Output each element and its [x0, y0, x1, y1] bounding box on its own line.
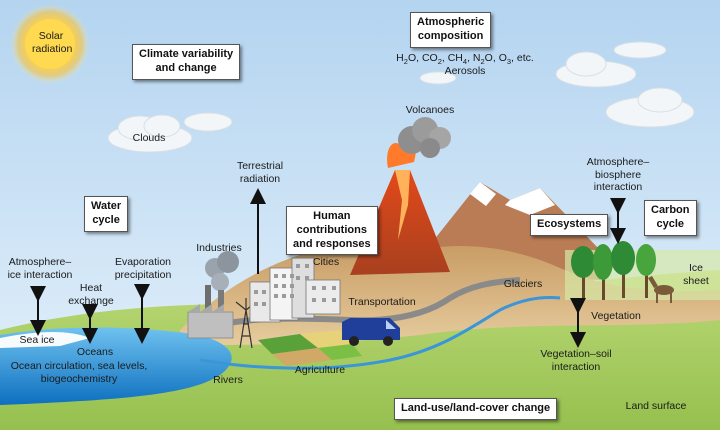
vegetation-label: Vegetation: [591, 310, 641, 322]
agriculture-label: Agriculture: [294, 364, 346, 376]
cities-label: Cities: [312, 256, 340, 268]
land-surface-label: Land surface: [625, 400, 687, 412]
agriculture-fields: [258, 330, 362, 366]
volcanoes-label: Volcanoes: [405, 104, 455, 116]
land-use-box: Land-use/land-cover change: [394, 398, 558, 420]
gas-formula: CO2: [421, 52, 442, 67]
gas-formula: H2O: [396, 52, 417, 67]
gas-formula: O3: [498, 52, 512, 67]
oceans-label: Oceans: [76, 346, 114, 358]
factory-icon: [187, 251, 239, 339]
gas-formula: CH4: [447, 52, 468, 67]
aerosols-label: Aerosols: [444, 65, 486, 77]
cloud-icon: [107, 41, 695, 153]
industries-label: Industries: [196, 242, 242, 254]
tree-icon: [565, 241, 720, 300]
ocean-circulation-label: Ocean circulation, sea levels,biogeochem…: [10, 360, 148, 385]
deer-icon: [648, 276, 674, 303]
glaciers-label: Glaciers: [503, 278, 543, 290]
gas-formula: N2O: [472, 52, 493, 67]
atmosphere-ice-label: Atmosphere–ice interaction: [7, 256, 73, 281]
sun-icon: [10, 4, 90, 84]
transportation-label: Transportation: [348, 296, 416, 308]
city-icon: [249, 257, 341, 323]
sea-ice-label: Sea ice: [19, 334, 55, 346]
van-icon: [342, 318, 400, 346]
rivers-label: Rivers: [213, 374, 243, 386]
clouds-label: Clouds: [132, 132, 166, 144]
ecosystems-box: Ecosystems: [530, 214, 609, 236]
gas-formulas: H2O, CO2, CH4, N2O, O3, etc.: [396, 52, 534, 67]
